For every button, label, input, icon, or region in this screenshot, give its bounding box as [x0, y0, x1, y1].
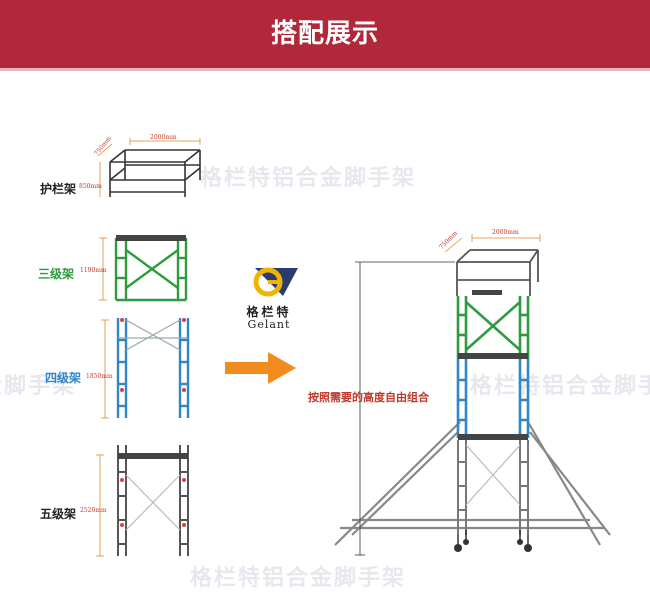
guardrail-frame-drawing — [109, 149, 201, 197]
watermark: 格栏特铝合金脚手架 — [0, 374, 77, 399]
config-label-level3: 三级架 — [38, 267, 75, 281]
assembled-scaffold-drawing — [334, 249, 611, 552]
watermark: 格栏特铝合金脚手架 — [470, 374, 650, 399]
level5-height-label: 2520mm — [80, 507, 107, 514]
brand-name-cn: 格栏特 — [246, 305, 292, 319]
guardrail-width-label: 2000mm — [150, 134, 177, 141]
header-bar: 搭配展示 — [0, 0, 650, 68]
page-title: 搭配展示 — [270, 19, 379, 49]
config-label-guardrail: 护栏架 — [40, 182, 77, 196]
config-label-level4: 四级架 — [45, 371, 82, 385]
level4-frame-drawing — [116, 318, 190, 418]
level5-frame-drawing — [117, 445, 189, 556]
brand-name-en: Gelant — [247, 318, 291, 331]
level5-platform — [118, 453, 188, 459]
watermark: 格栏特铝合金脚手架 — [200, 166, 417, 191]
level3-height-label: 1190mm — [80, 267, 107, 274]
level3-frame-drawing — [114, 238, 188, 302]
config-label-level5: 五级架 — [40, 507, 77, 521]
header-divider — [0, 68, 650, 71]
gelant-logo-icon — [253, 267, 298, 297]
guardrail-height-label: 850mm — [79, 183, 102, 190]
combination-caption: 按照需要的高度自由组合 — [308, 391, 429, 404]
level3-platform — [116, 235, 186, 241]
assembled-depth-label: 750mm — [438, 230, 459, 251]
arrow-right-icon — [225, 352, 296, 384]
watermark: 格栏特铝合金脚手架 — [190, 566, 407, 591]
assembled-width-label: 2000mm — [492, 229, 519, 236]
level4-height-label: 1850mm — [86, 373, 113, 380]
